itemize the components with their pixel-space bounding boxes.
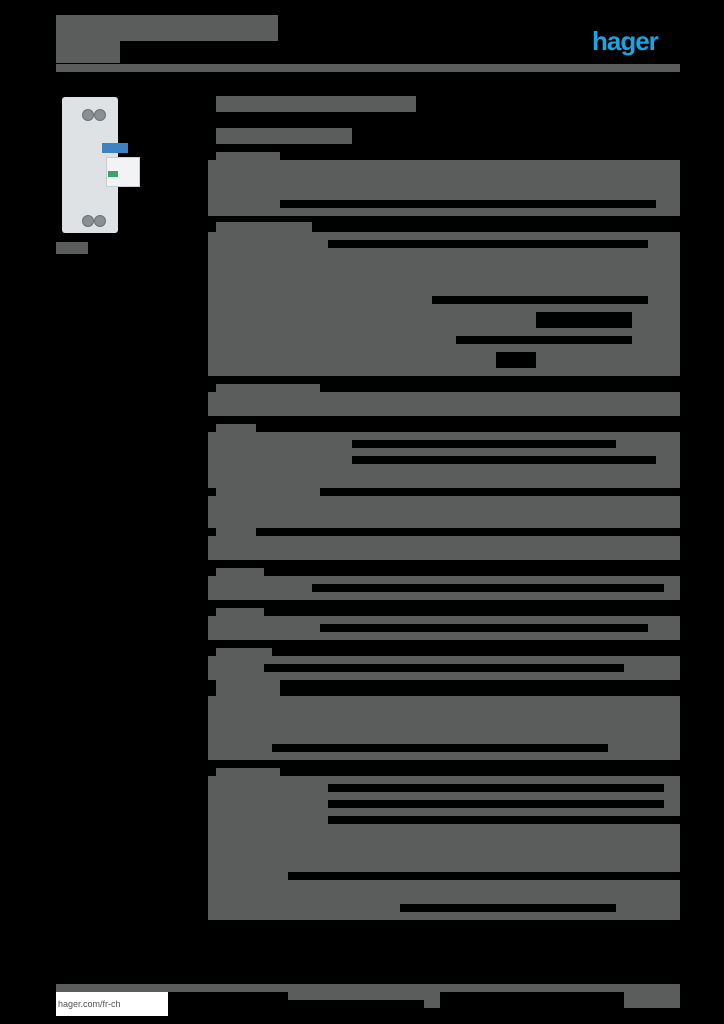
- product-subtitle: [216, 128, 352, 144]
- header-rule: [56, 64, 680, 72]
- section-8-table: [208, 776, 680, 920]
- section-2-table: [208, 232, 680, 376]
- product-title: [216, 96, 416, 112]
- section-3-table: [208, 392, 680, 416]
- footer-rule: [56, 984, 680, 992]
- section-4-heading: [216, 424, 256, 434]
- section-6-heading: [216, 608, 264, 618]
- section-3-heading: [216, 384, 320, 394]
- footer-center-text: [288, 992, 440, 1000]
- footer-website-link[interactable]: hager.com/fr-ch: [56, 992, 168, 1016]
- product-reference: [56, 242, 88, 254]
- section-1-heading: [216, 152, 280, 160]
- header-subtitle: [56, 41, 120, 63]
- section-8-heading: [216, 768, 280, 778]
- brand-logo: hager: [592, 26, 659, 56]
- section-2-heading: [216, 222, 312, 232]
- footer-page-info: [624, 992, 680, 1008]
- product-image: [62, 97, 140, 233]
- section-5-heading: [216, 568, 264, 578]
- header-title: [56, 15, 278, 41]
- section-7-heading: [216, 648, 272, 658]
